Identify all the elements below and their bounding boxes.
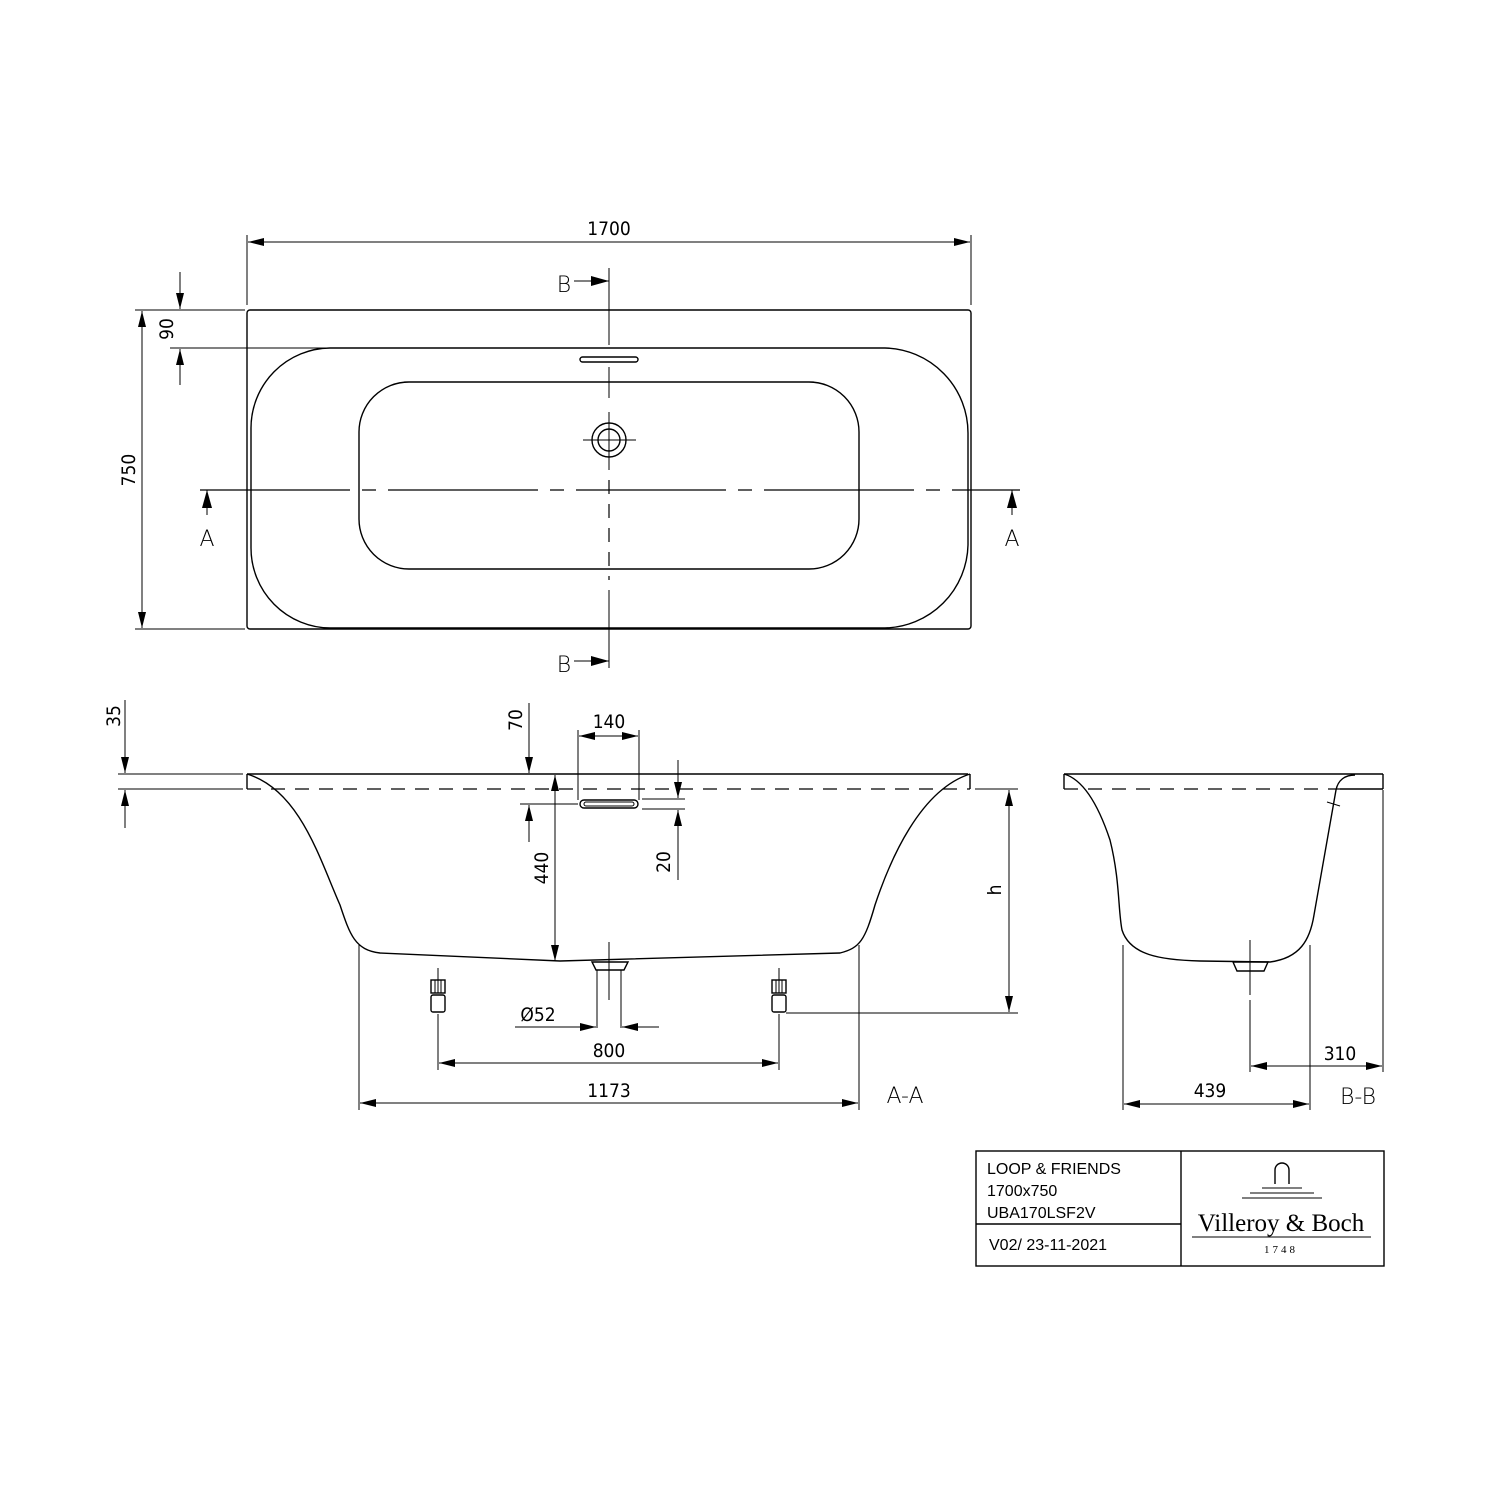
brand-logo-icon <box>1242 1162 1322 1199</box>
dimension-depth: 440 <box>531 775 559 961</box>
section-marker-a-right: A <box>1004 490 1020 552</box>
plan-view: A A B B 1700 750 <box>118 218 1020 678</box>
basin-outline <box>250 347 969 629</box>
svg-text:Ø52: Ø52 <box>520 1004 555 1026</box>
section-a-label: A-A <box>886 1084 923 1109</box>
svg-text:750: 750 <box>118 454 140 487</box>
svg-text:20: 20 <box>653 851 675 873</box>
svg-text:B: B <box>557 273 571 298</box>
section-marker-b-bottom: B <box>557 653 609 678</box>
dimension-overflow-offset: 70 <box>505 703 578 842</box>
svg-text:A: A <box>199 527 214 552</box>
svg-text:800: 800 <box>593 1040 626 1062</box>
dimension-rim-thickness: 35 <box>103 700 129 828</box>
overflow-slot <box>579 356 639 363</box>
svg-text:440: 440 <box>531 852 553 885</box>
svg-text:h: h <box>984 885 1006 896</box>
overflow-section-a <box>579 799 639 809</box>
article-number: UBA170LSF2V <box>987 1205 1096 1222</box>
dimension-height: h <box>984 790 1013 1012</box>
brand-year: 1748 <box>1264 1244 1298 1256</box>
svg-text:140: 140 <box>593 711 626 733</box>
drain-section-b <box>1231 961 1270 972</box>
product-name: LOOP & FRIENDS <box>987 1161 1121 1178</box>
svg-text:1173: 1173 <box>587 1080 631 1102</box>
foot-right <box>771 968 787 1013</box>
svg-text:B: B <box>557 653 571 678</box>
dimension-length: 1700 <box>246 218 972 305</box>
title-block: LOOP & FRIENDS 1700x750 UBA170LSF2V V02/… <box>975 1150 1385 1267</box>
dimension-feet-spacing: 800 <box>437 1014 780 1070</box>
svg-text:70: 70 <box>505 709 527 731</box>
dimension-drain-offset: 310 <box>1251 790 1384 1072</box>
section-marker-a-left: A <box>199 490 215 552</box>
dimension-base-width: 439 <box>1122 945 1311 1110</box>
section-marker-b-top: B <box>557 273 609 298</box>
dimension-overflow-height: 20 <box>642 760 685 880</box>
tub-section-a <box>246 773 971 962</box>
foot-left <box>430 968 446 1013</box>
svg-text:439: 439 <box>1194 1080 1227 1102</box>
product-dimensions: 1700x750 <box>987 1183 1057 1200</box>
svg-text:A: A <box>1004 527 1019 552</box>
dimension-width: 750 <box>118 309 245 630</box>
svg-text:90: 90 <box>156 318 178 340</box>
svg-text:35: 35 <box>103 705 125 727</box>
dimension-rim: 90 <box>156 272 330 385</box>
tub-section-b <box>1063 773 1356 963</box>
svg-text:310: 310 <box>1324 1043 1357 1065</box>
brand-name: Villeroy & Boch <box>1198 1210 1365 1237</box>
dimension-drain-diameter: Ø52 <box>515 1004 659 1031</box>
svg-text:1700: 1700 <box>587 218 631 240</box>
dimension-overflow-width: 140 <box>577 711 640 800</box>
version-date: V02/ 23-11-2021 <box>989 1237 1107 1254</box>
drain-section-a <box>590 961 630 971</box>
section-b-view: 310 439 B-B <box>1063 773 1384 1110</box>
dimension-base-length: 1173 <box>358 945 860 1110</box>
section-a-view: 35 70 440 140 20 <box>103 700 1018 1110</box>
section-b-label: B-B <box>1340 1085 1376 1110</box>
